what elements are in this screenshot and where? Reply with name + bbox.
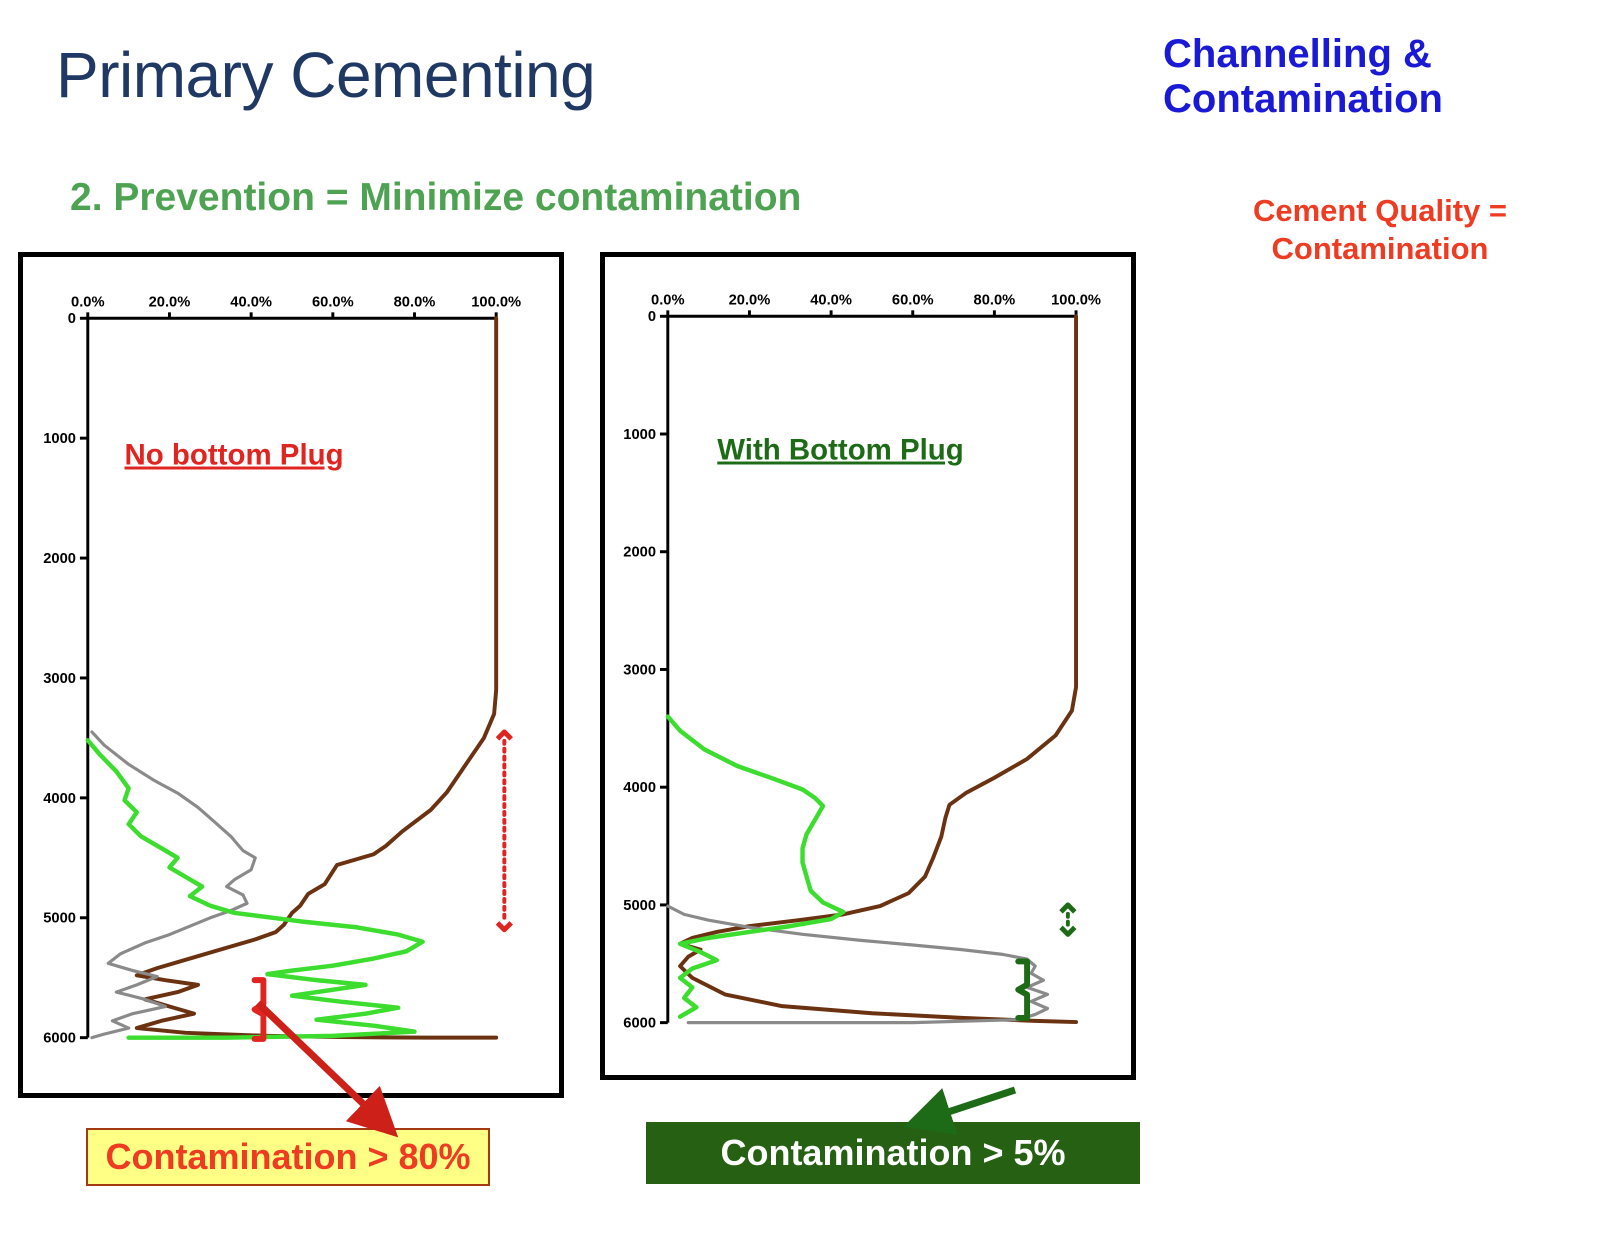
series-line-spacer [90, 730, 257, 1040]
chart-annotations [1015, 902, 1077, 1021]
page-subtitle: 2. Prevention = Minimize contamination [70, 176, 802, 219]
series-line-mud [85, 738, 425, 1040]
y-tick-label: 6000 [43, 1031, 76, 1047]
y-tick-label: 0 [68, 311, 76, 327]
annotation-arrow-head-up [1059, 902, 1077, 914]
chart-panel-with-bottom-plug: 0.0% 20.0% 40.0% 60.0% 80.0% 100.0% 0 1000 2000… [600, 252, 1136, 1080]
x-tick-label: 40.0% [230, 294, 272, 310]
y-tick-label: 5000 [623, 898, 656, 914]
chart-axes [666, 314, 1077, 1023]
chart-annotations [251, 729, 513, 1042]
y-tick-label: 1000 [43, 431, 76, 447]
annotation-arrow-head-down [495, 921, 513, 933]
y-tick-label: 5000 [43, 911, 76, 927]
annotation-arrow-head-up [495, 729, 513, 741]
annotation-bracket [1015, 958, 1031, 1021]
annotation-arrow-head-down [1059, 925, 1077, 937]
x-tick-label: 60.0% [892, 292, 934, 308]
x-axis-tick-labels: 0.0% 20.0% 40.0% 60.0% 80.0% 100.0% [71, 294, 521, 319]
page-title: Primary Cementing [56, 39, 596, 111]
series-line-spacer [666, 904, 1050, 1025]
chart-axes [86, 316, 497, 1038]
plug-label-with-bottom-plug: With Bottom Plug [717, 433, 963, 466]
x-tick-label: 0.0% [651, 292, 685, 308]
x-tick-label: 100.0% [1051, 292, 1101, 308]
y-tick-label: 4000 [43, 791, 76, 807]
y-tick-label: 6000 [623, 1016, 656, 1032]
y-tick-label: 3000 [623, 662, 656, 678]
x-tick-label: 20.0% [729, 292, 771, 308]
x-tick-label: 20.0% [149, 294, 191, 310]
y-tick-label: 2000 [43, 551, 76, 567]
x-tick-label: 0.0% [71, 294, 105, 310]
connector-arrow-right [903, 1086, 1017, 1135]
series-line-mud [665, 714, 846, 1019]
corner-subtitle: Cement Quality = Contamination [1252, 193, 1508, 266]
axis-lines [86, 316, 497, 1038]
plug-label-no-bottom-plug: No bottom Plug [125, 438, 344, 471]
x-tick-label: 80.0% [974, 292, 1016, 308]
chart-with-bottom-plug: 0.0% 20.0% 40.0% 60.0% 80.0% 100.0% 0 1000 2000… [623, 292, 1101, 1032]
chart-series [85, 316, 499, 1040]
chart-no-bottom-plug: 0.0% 20.0% 40.0% 60.0% 80.0% 100.0% 0 1000 2000… [43, 294, 521, 1047]
y-axis-tick-labels: 0 1000 2000 3000 4000 5000 6000 [623, 309, 668, 1032]
x-tick-label: 100.0% [471, 294, 521, 310]
callout-contamination-right: Contamination > 5% [646, 1122, 1140, 1184]
x-tick-label: 40.0% [810, 292, 852, 308]
x-axis-tick-labels: 0.0% 20.0% 40.0% 60.0% 80.0% 100.0% [651, 292, 1101, 317]
axis-lines [666, 314, 1077, 1023]
y-tick-label: 2000 [623, 545, 656, 561]
y-tick-label: 1000 [623, 427, 656, 443]
y-tick-label: 4000 [623, 780, 656, 796]
y-tick-label: 3000 [43, 671, 76, 687]
chart-panel-no-bottom-plug: 0.0% 20.0% 40.0% 60.0% 80.0% 100.0% 0 1000 2000… [18, 252, 564, 1098]
series-line-cement [678, 314, 1079, 1025]
annotation-bracket [251, 977, 267, 1042]
callout-contamination-left: Contamination > 80% [86, 1128, 490, 1186]
chart-series [665, 314, 1079, 1025]
x-tick-label: 80.0% [394, 294, 436, 310]
x-tick-label: 60.0% [312, 294, 354, 310]
y-axis-tick-labels: 0 1000 2000 3000 4000 5000 6000 [43, 311, 88, 1047]
series-line-cement [134, 316, 499, 1040]
corner-title: Channelling & Contamination [1163, 32, 1443, 121]
y-tick-label: 0 [648, 309, 656, 325]
